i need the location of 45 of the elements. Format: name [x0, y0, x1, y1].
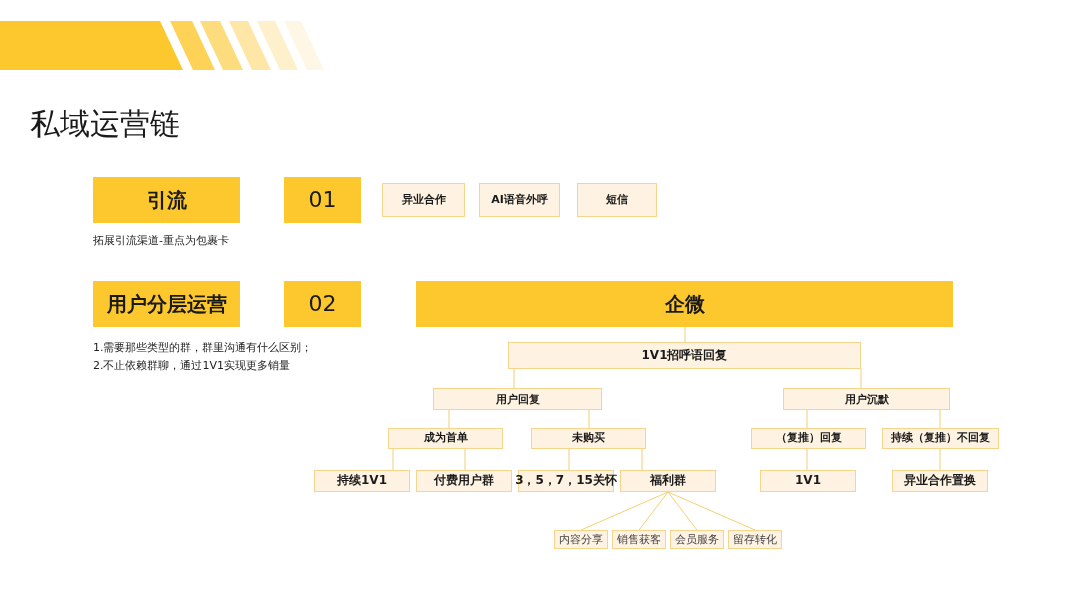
process-box: 持续（复推）不回复 [882, 428, 999, 449]
connector-line [641, 448, 643, 471]
tag-box: 销售获客 [612, 530, 666, 549]
page-title: 私域运营链 [30, 106, 180, 142]
number-box: 02 [284, 281, 361, 327]
process-box: 付费用户群 [416, 470, 512, 492]
process-box: 1V1 [760, 470, 856, 492]
connector-line [392, 448, 394, 471]
tag-box: 会员服务 [670, 530, 724, 549]
process-box: （复推）回复 [751, 428, 866, 449]
connector-line [667, 491, 698, 531]
process-box: 未购买 [531, 428, 646, 449]
note-text: 拓展引流渠道-重点为包裹卡 [93, 234, 229, 248]
note-text: 2.不止依赖群聊，通过1V1实现更多销量 [93, 359, 291, 373]
connector-line [448, 409, 450, 429]
tag-box: 留存转化 [728, 530, 782, 549]
process-box: 用户沉默 [783, 388, 950, 410]
process-box: 持续1V1 [314, 470, 410, 492]
method-box: 异业合作 [382, 183, 465, 217]
connector-line [939, 448, 941, 471]
connector-line [580, 491, 669, 531]
connector-line [806, 448, 808, 471]
connector-line [939, 409, 941, 429]
connector-line [568, 448, 570, 471]
connector-line [588, 409, 590, 429]
process-box: 异业合作置换 [892, 470, 988, 492]
connector-line [667, 491, 756, 531]
number-box: 01 [284, 177, 361, 223]
method-box: 短信 [577, 183, 657, 217]
connector-line [638, 491, 669, 531]
connector-line [464, 448, 466, 471]
connector-line [860, 368, 862, 389]
channel-bar: 企微 [416, 281, 953, 327]
process-box: 福利群 [620, 470, 716, 492]
process-box: 1V1招呼语回复 [508, 342, 861, 369]
stage-box: 用户分层运营 [93, 281, 240, 327]
connector-line [806, 409, 808, 429]
tag-box: 内容分享 [554, 530, 608, 549]
method-box: AI语音外呼 [479, 183, 560, 217]
stage-box: 引流 [93, 177, 240, 223]
connector-line [684, 326, 686, 343]
connector-line [513, 368, 515, 389]
process-box: 成为首单 [388, 428, 503, 449]
process-box: 用户回复 [433, 388, 602, 410]
note-text: 1.需要那些类型的群，群里沟通有什么区别； [93, 341, 313, 355]
